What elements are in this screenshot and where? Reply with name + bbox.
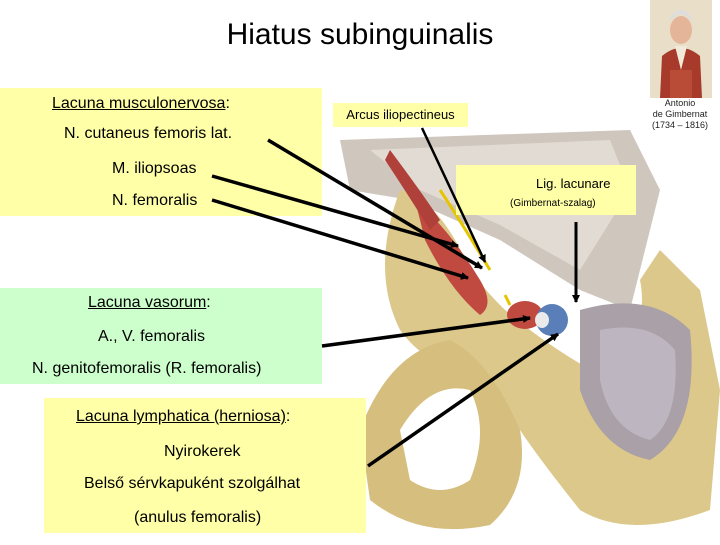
musculonervosa-item-1: N. cutaneus femoris lat.: [64, 125, 233, 142]
vasorum-heading: Lacuna vasorum:: [88, 294, 211, 312]
lacunare-label-box: [456, 165, 636, 215]
arrow-femoralis: [211, 198, 469, 280]
musculonervosa-heading-text: Lacuna musculonervosa: [52, 95, 226, 112]
lymphatica-heading: Lacuna lymphatica (herniosa):: [76, 408, 290, 426]
arcus-label: Arcus iliopectineus: [333, 103, 468, 127]
vasorum-heading-text: Lacuna vasorum: [88, 294, 207, 311]
vasorum-box: [0, 288, 322, 384]
portrait-caption: Antonio de Gimbernat (1734 – 1816): [640, 98, 720, 131]
caption-years: (1734 – 1816): [651, 120, 709, 130]
portrait-image: [650, 0, 712, 98]
arrow-lymphatica: [367, 332, 559, 468]
musculonervosa-heading: Lacuna musculonervosa:: [52, 95, 230, 113]
musculonervosa-item-2: M. iliopsoas: [112, 160, 197, 177]
lymphatica-item-3: (anulus femoralis): [134, 509, 262, 526]
lymphatica-heading-text: Lacuna lymphatica (herniosa): [76, 408, 286, 425]
lymphatica-colon: :: [285, 408, 291, 425]
arrow-arcus: [420, 127, 487, 263]
arrow-iliopsoas: [211, 174, 459, 248]
caption-name-last: de Gimbernat: [652, 109, 708, 119]
lacunare-label: Lig. lacunare: [536, 176, 611, 191]
lymphatica-box: [44, 398, 366, 533]
lacunare-sublabel: (Gimbernat-szalag): [510, 198, 596, 209]
arrow-vasorum: [321, 314, 531, 348]
vasorum-colon: :: [206, 294, 211, 311]
musculonervosa-item-3: N. femoralis: [112, 192, 198, 209]
lymphatica-item-2: Belső sérvkapuként szolgálhat: [84, 475, 301, 492]
vasorum-item-1: A., V. femoralis: [98, 328, 206, 345]
vasorum-item-2: N. genitofemoralis (R. femoralis): [32, 360, 262, 377]
arrow-cutaneus: [267, 138, 483, 270]
musculonervosa-box: [0, 88, 322, 216]
page-title: Hiatus subinguinalis: [226, 18, 494, 51]
lymphatica-item-1: Nyirokerek: [164, 443, 241, 460]
caption-name-first: Antonio: [664, 98, 696, 108]
musculonervosa-colon: :: [225, 95, 230, 112]
